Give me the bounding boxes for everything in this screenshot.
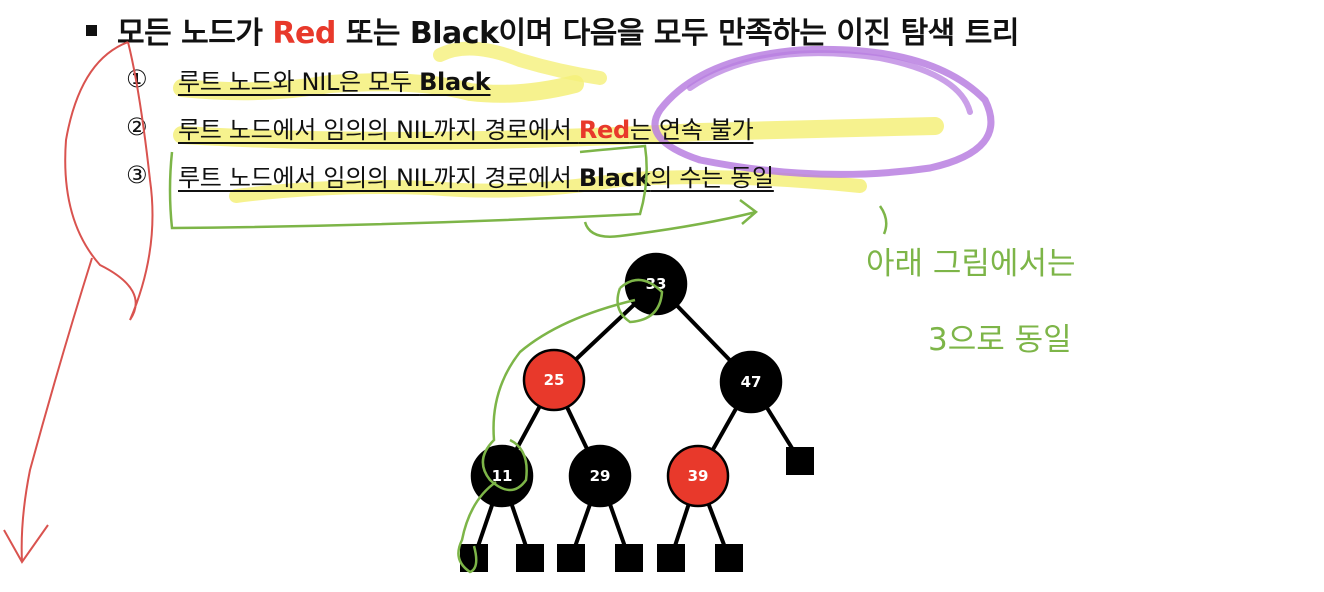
green-tick: [878, 205, 888, 235]
nil-leaf: [657, 544, 685, 572]
rule-emphasis: Black: [578, 163, 651, 192]
red-pen-bracket: [3, 41, 154, 564]
green-path-circles: [457, 278, 664, 574]
purple-circle: [687, 50, 973, 115]
rule-3: ③ 루트 노드에서 임의의 NIL까지 경로에서 Black의 수는 동일: [126, 158, 774, 192]
nil-leaf: [715, 544, 743, 572]
nil-leaf: [516, 544, 544, 572]
rule-2: ② 루트 노드에서 임의의 NIL까지 경로에서 Red는 연속 불가: [126, 110, 754, 145]
tree-node: [719, 350, 783, 414]
node-label: 33: [646, 275, 667, 293]
node-label: 47: [741, 373, 762, 391]
rule-text-pre: 루트 노드에서 임의의 NIL까지 경로에서: [178, 163, 579, 192]
nil-leaf: [615, 544, 643, 572]
rule-text-post: 의 수는 동일: [650, 163, 774, 192]
highlight-stroke: [433, 41, 607, 85]
highlight-stroke: [173, 117, 944, 150]
node-label: 11: [492, 467, 513, 485]
title-red-word: Red: [272, 16, 336, 51]
green-bracket: [168, 144, 648, 230]
rule-text-pre: 루트 노드와 NIL은 모두: [178, 67, 420, 96]
title-row: 모든 노드가 Red 또는 Black이며 다음을 모두 만족하는 이진 탐색 …: [86, 8, 1019, 52]
title-prefix: 모든 노드가: [117, 16, 273, 51]
node-label: 29: [590, 467, 611, 485]
rule-text-pre: 루트 노드에서 임의의 NIL까지 경로에서: [178, 115, 579, 144]
tree-node: [666, 444, 730, 508]
slide-title: 모든 노드가 Red 또는 Black이며 다음을 모두 만족하는 이진 탐색 …: [117, 8, 1019, 52]
title-suffix: 이며 다음을 모두 만족하는 이진 탐색 트리: [498, 16, 1020, 51]
rule-text: 루트 노드와 NIL은 모두 Black: [178, 62, 491, 97]
tree-node: [568, 444, 632, 508]
handwritten-note-line1: 아래 그림에서는: [866, 246, 1076, 282]
green-bracket-arrow: [583, 199, 758, 238]
rule-1: ① 루트 노드와 NIL은 모두 Black: [126, 62, 491, 97]
rule-text: 루트 노드에서 임의의 NIL까지 경로에서 Black의 수는 동일: [178, 158, 774, 193]
rule-emphasis: Black: [419, 67, 491, 96]
rule-number: ③: [126, 161, 148, 189]
rule-text-post: 는 연속 불가: [629, 115, 754, 144]
nil-leaf: [557, 544, 585, 572]
bullet-icon: [86, 24, 97, 36]
tree-node: [522, 348, 586, 412]
purple-circle: [651, 45, 995, 178]
title-middle: 또는: [335, 16, 410, 51]
node-label: 39: [688, 467, 709, 485]
highlight-stroke: [173, 73, 584, 103]
rule-text: 루트 노드에서 임의의 NIL까지 경로에서 Red는 연속 불가: [178, 110, 754, 145]
title-black-word: Black: [409, 16, 499, 51]
handwritten-note-line2: 3으로 동일: [928, 322, 1072, 358]
highlight-stroke: [229, 170, 867, 203]
node-label: 25: [544, 371, 565, 389]
rule-emphasis: Red: [578, 115, 630, 144]
nil-leaf: [786, 447, 814, 475]
